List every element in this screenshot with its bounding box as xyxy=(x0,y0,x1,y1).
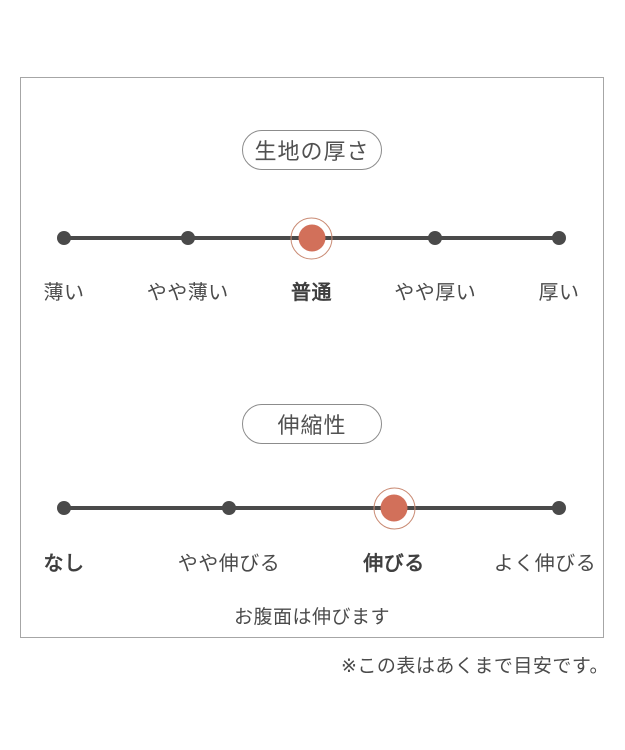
thickness-dot-selected xyxy=(298,224,325,252)
thickness-label-thin: 薄い xyxy=(43,282,85,304)
stretch-dot-1 xyxy=(57,501,71,515)
stretch-labels-row: なし やや伸びる 伸びる よく伸びる xyxy=(44,547,596,575)
thickness-labels-row: 薄い やや薄い 普通 やや厚い 厚い xyxy=(44,276,580,304)
disclaimer-text: ※この表はあくまで目安です。 xyxy=(340,656,609,677)
thickness-title: 生地の厚さ xyxy=(254,139,370,164)
stretch-label-some-stretch: やや伸びる xyxy=(177,553,281,575)
thickness-label-thick: 厚い xyxy=(538,282,580,304)
thickness-dot-1 xyxy=(57,231,71,245)
thickness-dot-5 xyxy=(552,231,566,245)
thickness-label-rather-thick: やや厚い xyxy=(394,282,477,304)
spec-box: 生地の厚さ 薄い やや薄い 普通 やや厚い 厚い 伸縮性 xyxy=(20,77,604,638)
stretch-title-pill: 伸縮性 xyxy=(242,404,382,444)
thickness-label-rather-thin: やや薄い xyxy=(146,282,229,304)
stretch-dot-4 xyxy=(552,501,566,515)
thickness-dot-2 xyxy=(180,231,195,245)
stretch-label-stretch: 伸びる xyxy=(363,553,425,575)
thickness-dot-4 xyxy=(428,231,443,245)
stretch-dot-2 xyxy=(221,501,236,515)
stretch-label-none: なし xyxy=(43,553,85,575)
thickness-label-normal: 普通 xyxy=(291,282,332,304)
stretch-label-very-stretch: よく伸びる xyxy=(493,553,597,575)
stretch-scale-line xyxy=(64,506,559,510)
thickness-title-pill: 生地の厚さ xyxy=(242,130,382,170)
stretch-title: 伸縮性 xyxy=(277,413,347,438)
stretch-dot-selected xyxy=(380,494,408,522)
stretch-note: お腹面は伸びます xyxy=(233,607,390,628)
